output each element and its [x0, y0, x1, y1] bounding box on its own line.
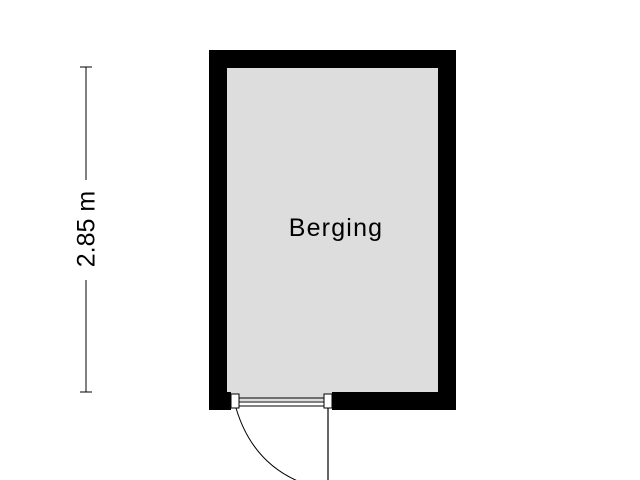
dimension-label: 2.85 m — [73, 191, 101, 267]
dimension-line — [80, 66, 92, 393]
room-floor — [219, 60, 446, 401]
wall-bottom-left-stub — [209, 392, 231, 410]
wall-left — [209, 50, 227, 410]
door-frame — [230, 393, 333, 409]
room-label: Berging — [289, 214, 384, 242]
wall-top — [209, 50, 456, 68]
wall-bottom-right — [332, 392, 456, 410]
door-swing-arc — [235, 407, 297, 480]
wall-right — [438, 50, 456, 410]
